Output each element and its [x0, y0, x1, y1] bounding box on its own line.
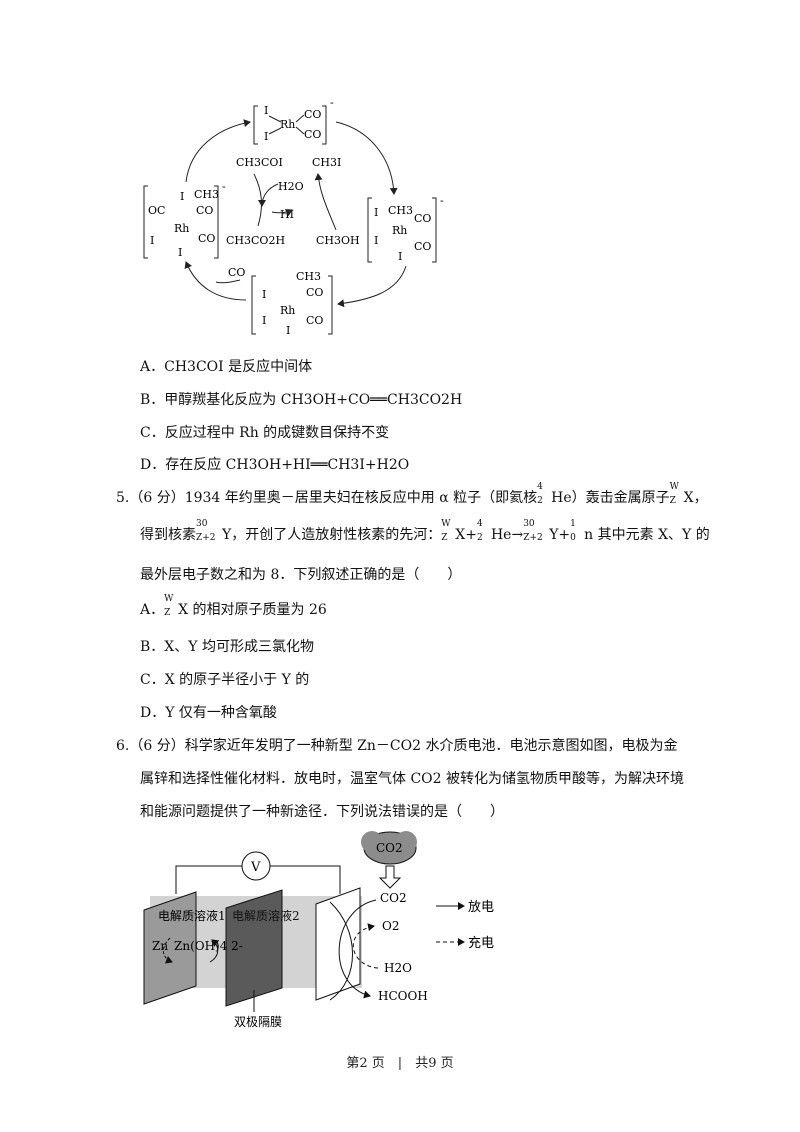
- electrolyte-1-label: 电解质溶液1: [158, 908, 226, 923]
- q5-option-b: B．X、Y 均可形成三氯化物: [140, 639, 314, 655]
- co2-cloud: CO2: [361, 831, 417, 865]
- svg-text:CO: CO: [414, 240, 431, 253]
- svg-text:H2O: H2O: [278, 180, 304, 193]
- svg-text:CH3OH: CH3OH: [316, 234, 360, 247]
- svg-text:Rh: Rh: [392, 224, 407, 237]
- q4-option-a: A．CH3COI 是反应中间体: [140, 359, 313, 375]
- svg-text:I: I: [180, 190, 184, 203]
- svg-text:放电: 放电: [468, 900, 494, 915]
- charge-label: -: [330, 96, 334, 109]
- znoh-label: Zn(OH)4 2-: [174, 939, 243, 953]
- svg-text:CH3I: CH3I: [312, 156, 341, 169]
- down-arrow-icon: [378, 865, 402, 889]
- svg-text:-: -: [222, 180, 226, 193]
- q6-stem-line-1: 6.（6 分）科学家近年发明了一种新型 Zn－CO2 水介质电池．电池示意图如图…: [116, 738, 678, 754]
- cycle-species: CH3COI CH3I H2O HI CH3CO2H CH3OH CO: [226, 156, 360, 279]
- svg-text:CO: CO: [304, 128, 321, 141]
- svg-text:OC: OC: [148, 204, 165, 217]
- q6-stem-line-3: 和能源问题提供了一种新途径．下列说法错误的是（ ）: [140, 804, 504, 820]
- svg-text:CH3COI: CH3COI: [236, 156, 283, 169]
- svg-text:I: I: [262, 288, 266, 301]
- membrane-label: 双极隔膜: [234, 1015, 282, 1029]
- svg-text:CH3: CH3: [296, 270, 321, 283]
- rh-complex-bottom: CH3 CO I I Rh CO I: [251, 270, 333, 337]
- rh-complex-left: - I CH3 CO OC Rh CO I I: [143, 180, 226, 259]
- svg-text:I: I: [264, 104, 268, 117]
- zn-label: Zn: [152, 939, 168, 953]
- catalyst-electrode: [315, 887, 361, 1001]
- q5-option-c: C．X 的原子半径小于 Y 的: [140, 672, 310, 688]
- svg-text:CO2: CO2: [376, 841, 403, 855]
- cycle-arrows: [184, 119, 407, 308]
- svg-text:I: I: [264, 130, 268, 143]
- svg-text:Rh: Rh: [280, 304, 295, 317]
- q6-stem-line-2: 属锌和选择性催化材料．放电时，温室气体 CO2 被转化为储氢物质甲酸等，为解决环…: [140, 771, 684, 787]
- zinc-electrode: [143, 891, 197, 1005]
- q4-option-d: D．存在反应 CH3OH+HI══CH3I+H2O: [140, 457, 410, 473]
- svg-text:O2: O2: [382, 919, 399, 933]
- svg-text:CO: CO: [304, 108, 321, 121]
- external-circuit: V: [175, 851, 341, 894]
- rh-complex-right: - CH3 I I Rh CO CO I: [367, 194, 444, 263]
- electrode-arc: [329, 901, 353, 1001]
- q5-stem-line-3: 最外层电子数之和为 8．下列叙述正确的是（ ）: [140, 567, 462, 583]
- svg-text:H2O: H2O: [384, 961, 412, 975]
- electrolyte-2-label: 电解质溶液2: [232, 908, 300, 923]
- svg-text:CO: CO: [306, 314, 323, 327]
- svg-text:CO: CO: [306, 286, 323, 299]
- svg-text:I: I: [286, 324, 290, 337]
- svg-text:I: I: [374, 206, 378, 219]
- svg-text:CO2: CO2: [380, 891, 407, 905]
- svg-text:CH3: CH3: [194, 188, 219, 201]
- svg-text:Rh: Rh: [174, 222, 189, 235]
- electrolyte-region: [150, 896, 362, 988]
- q5-option-d: D．Y 仅有一种含氧酸: [140, 705, 277, 721]
- svg-text:HCOOH: HCOOH: [378, 989, 428, 1003]
- svg-text:CH3: CH3: [388, 204, 413, 217]
- svg-text:CO: CO: [414, 212, 431, 225]
- svg-text:充电: 充电: [468, 935, 494, 951]
- svg-text:CO: CO: [196, 204, 213, 217]
- svg-text:CO: CO: [198, 232, 215, 245]
- svg-text:I: I: [150, 234, 154, 247]
- voltmeter-icon: [241, 851, 271, 881]
- svg-text:V: V: [250, 860, 261, 875]
- svg-text:CO: CO: [228, 266, 245, 279]
- svg-text:-: -: [440, 194, 444, 207]
- rh-complex-top: - I I Rh CO CO: [253, 96, 334, 145]
- svg-text:I: I: [398, 250, 402, 263]
- bipolar-membrane: [225, 889, 283, 1007]
- q4-option-b: B．甲醇羰基化反应为 CH3OH+CO══CH3CO2H: [140, 392, 463, 408]
- legend: 放电 充电: [436, 900, 494, 951]
- svg-text:CH3CO2H: CH3CO2H: [226, 234, 285, 247]
- page-footer: 第2 页 | 共9 页: [346, 1056, 454, 1071]
- catalytic-cycle-diagram: - I I Rh CO CO - CH3 I I Rh CO CO I CH3 …: [143, 96, 444, 337]
- svg-text:I: I: [262, 314, 266, 327]
- svg-text:I: I: [178, 246, 182, 259]
- q4-option-c: C．反应过程中 Rh 的成键数目保持不变: [140, 425, 390, 441]
- svg-text:Rh: Rh: [280, 118, 295, 131]
- svg-text:I: I: [374, 234, 378, 247]
